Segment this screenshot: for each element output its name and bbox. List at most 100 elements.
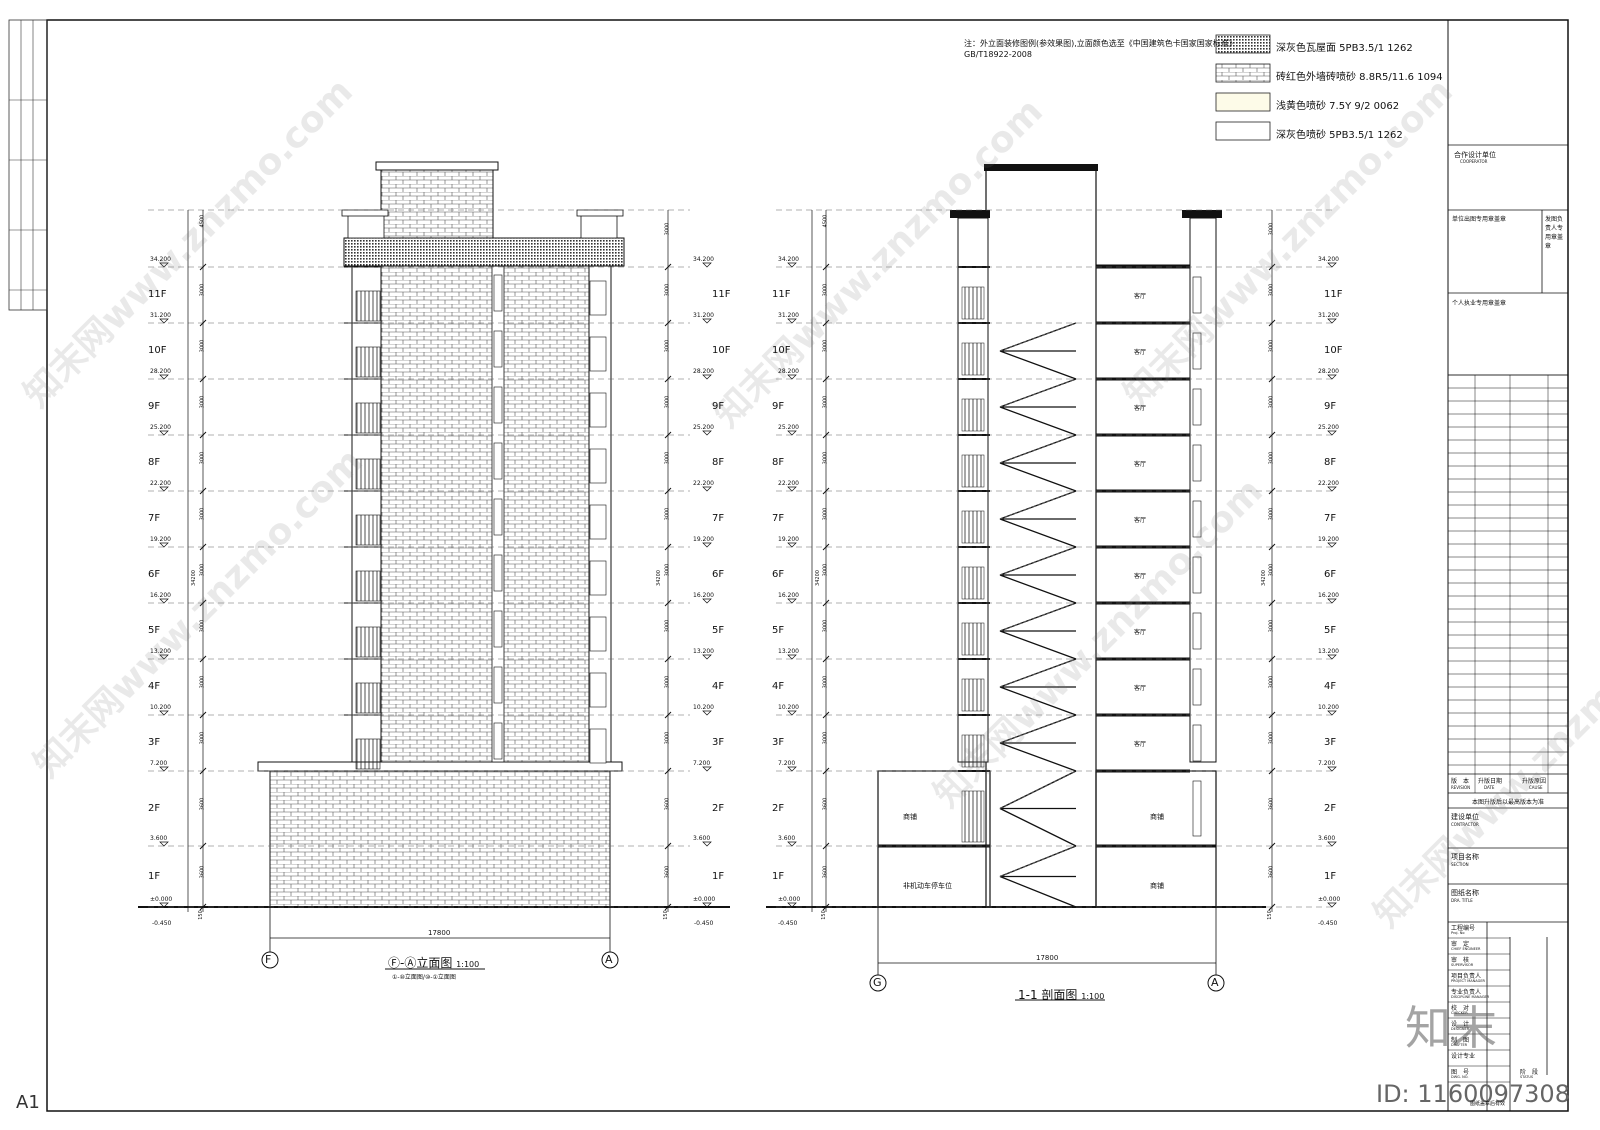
- floor-height-dim: 3000: [1268, 619, 1275, 633]
- floor-label: 5F: [712, 625, 725, 636]
- balcony-railing: [355, 514, 381, 546]
- stair-flight: [999, 875, 1077, 908]
- floor-label: 7F: [712, 513, 725, 524]
- level-marker: [159, 766, 169, 772]
- level-elevation-label: 22.200: [778, 480, 799, 487]
- tb-rev-cause-en: CAUSE: [1529, 785, 1543, 790]
- center-window: [493, 554, 503, 592]
- floor-label: 11F: [712, 289, 731, 300]
- tb-row-label-en: Proj. No: [1451, 931, 1465, 935]
- side-window: [589, 280, 607, 316]
- floor-label: 2F: [148, 802, 161, 814]
- room-label-living: 客厅: [1134, 573, 1147, 580]
- floor-label: 7F: [772, 513, 785, 524]
- floor-label: 1F: [772, 870, 785, 882]
- sheet-border: [46, 19, 1569, 1112]
- total-height-dim: 34200: [655, 570, 662, 586]
- minus-level-label: -0.450: [778, 920, 798, 927]
- tb-stage-en: STATUS: [1520, 1075, 1534, 1079]
- floor-label: 9F: [712, 401, 725, 412]
- level-marker: [1327, 486, 1337, 492]
- level-marker: [1327, 841, 1337, 847]
- floor-height-dim: 3000: [199, 507, 206, 521]
- floor-height-dim: 3000: [1268, 507, 1275, 521]
- floor-label: 9F: [772, 401, 785, 412]
- floor-label: 4F: [712, 681, 725, 692]
- level-marker: [787, 542, 797, 548]
- center-window: [493, 498, 503, 536]
- level-elevation-label: 25.200: [693, 424, 714, 431]
- level-elevation-label: 7.200: [693, 760, 711, 767]
- level-elevation-label: 10.200: [150, 704, 171, 711]
- legend-note: 注：外立面装修图例(参效果图),立面颜色选至《中国建筑色卡国家国家标准》: [964, 39, 1237, 48]
- floor-label: 3F: [1324, 737, 1337, 748]
- tb-stage: 阶 段: [1520, 1069, 1539, 1076]
- floor-height-dim: 3000: [1268, 451, 1275, 465]
- tb-rev-date-en: DATE: [1484, 785, 1495, 790]
- floor-label: 5F: [772, 625, 785, 636]
- level-elevation-label: 28.200: [1318, 368, 1339, 375]
- sheet-size-label: A1: [16, 1092, 40, 1113]
- tb-cooperator: 合作设计单位: [1454, 151, 1496, 159]
- tb-row-label-en: CHECKER: [1451, 1011, 1468, 1015]
- floor-height-dim: 3000: [664, 731, 671, 745]
- level-marker: [1327, 374, 1337, 380]
- center-window: [493, 386, 503, 424]
- room-label-living: 客厅: [1134, 741, 1147, 748]
- level-marker: [1327, 654, 1337, 660]
- elevation-balconies: [344, 266, 607, 770]
- center-window: [493, 442, 503, 480]
- floor-label: 10F: [712, 345, 731, 356]
- level-elevation-label: 13.200: [693, 648, 714, 655]
- floor-label: 5F: [148, 625, 161, 636]
- room-label-parking: 非机动车停车位: [903, 882, 952, 890]
- level-elevation-label: 13.200: [150, 648, 171, 655]
- stair-flight: [999, 518, 1077, 548]
- floor-height-dim: 3600: [664, 797, 671, 810]
- level-elevation-label: 7.200: [1318, 760, 1336, 767]
- floor-height-dim: 3000: [822, 283, 829, 297]
- total-height-dim: 34200: [1260, 570, 1267, 586]
- roof-height-dim: 4500: [822, 214, 829, 228]
- level-marker: [787, 374, 797, 380]
- tb-row-label: 工程编号: [1451, 925, 1476, 932]
- elevation-stair-tower: [380, 169, 494, 239]
- section-stair-core: [985, 169, 1097, 908]
- tb-seal-unit: 单位出图专用章盖章: [1452, 216, 1507, 223]
- stair-flight: [999, 462, 1077, 492]
- tb-row-label-en: DESIGNER: [1451, 1027, 1470, 1031]
- minus-level-label: -0.450: [694, 920, 714, 927]
- floor-height-dim: 3000: [822, 675, 829, 689]
- room-label-shop: 商铺: [903, 813, 917, 821]
- floor-height-dim: 3000: [822, 395, 829, 409]
- level-elevation-label: 16.200: [150, 592, 171, 599]
- level-elevation-label: 22.200: [1318, 480, 1339, 487]
- balcony-railing: [355, 346, 381, 378]
- level-elevation-label: 10.200: [1318, 704, 1339, 711]
- stair-flight: [999, 574, 1077, 604]
- legend-note-standard: GB/T18922-2008: [964, 50, 1032, 59]
- floor-label: 2F: [712, 802, 725, 814]
- elevation-center-windows: [493, 274, 503, 760]
- level-marker: [1327, 430, 1337, 436]
- floor-label: 11F: [148, 289, 167, 300]
- level-elevation-label: 16.200: [778, 592, 799, 599]
- level-marker: [702, 486, 712, 492]
- center-window: [493, 330, 503, 368]
- floor-height-dim: 3000: [664, 675, 671, 689]
- level-marker: [787, 318, 797, 324]
- floor-height-dim: 3000: [822, 731, 829, 745]
- level-elevation-label: 3.600: [1318, 835, 1336, 842]
- floor-height-dim: 3000: [664, 451, 671, 465]
- level-elevation-label: 16.200: [693, 592, 714, 599]
- tb-client-en: CONTRACTOR: [1451, 822, 1479, 827]
- floor-label: 11F: [1324, 289, 1343, 300]
- tb-cooperator-en: COOPERATOR: [1460, 159, 1488, 164]
- floor-label: 2F: [1324, 802, 1337, 814]
- tb-row-label-en: CHIEF ENGINEER: [1451, 947, 1481, 951]
- level-elevation-label: 19.200: [778, 536, 799, 543]
- elevation-subtitle: ①-⑩立面图/⑩-①立面图: [392, 974, 456, 981]
- level-elevation-label: 34.200: [693, 256, 714, 263]
- level-marker: [159, 902, 169, 908]
- axis-label-f: F: [265, 953, 272, 966]
